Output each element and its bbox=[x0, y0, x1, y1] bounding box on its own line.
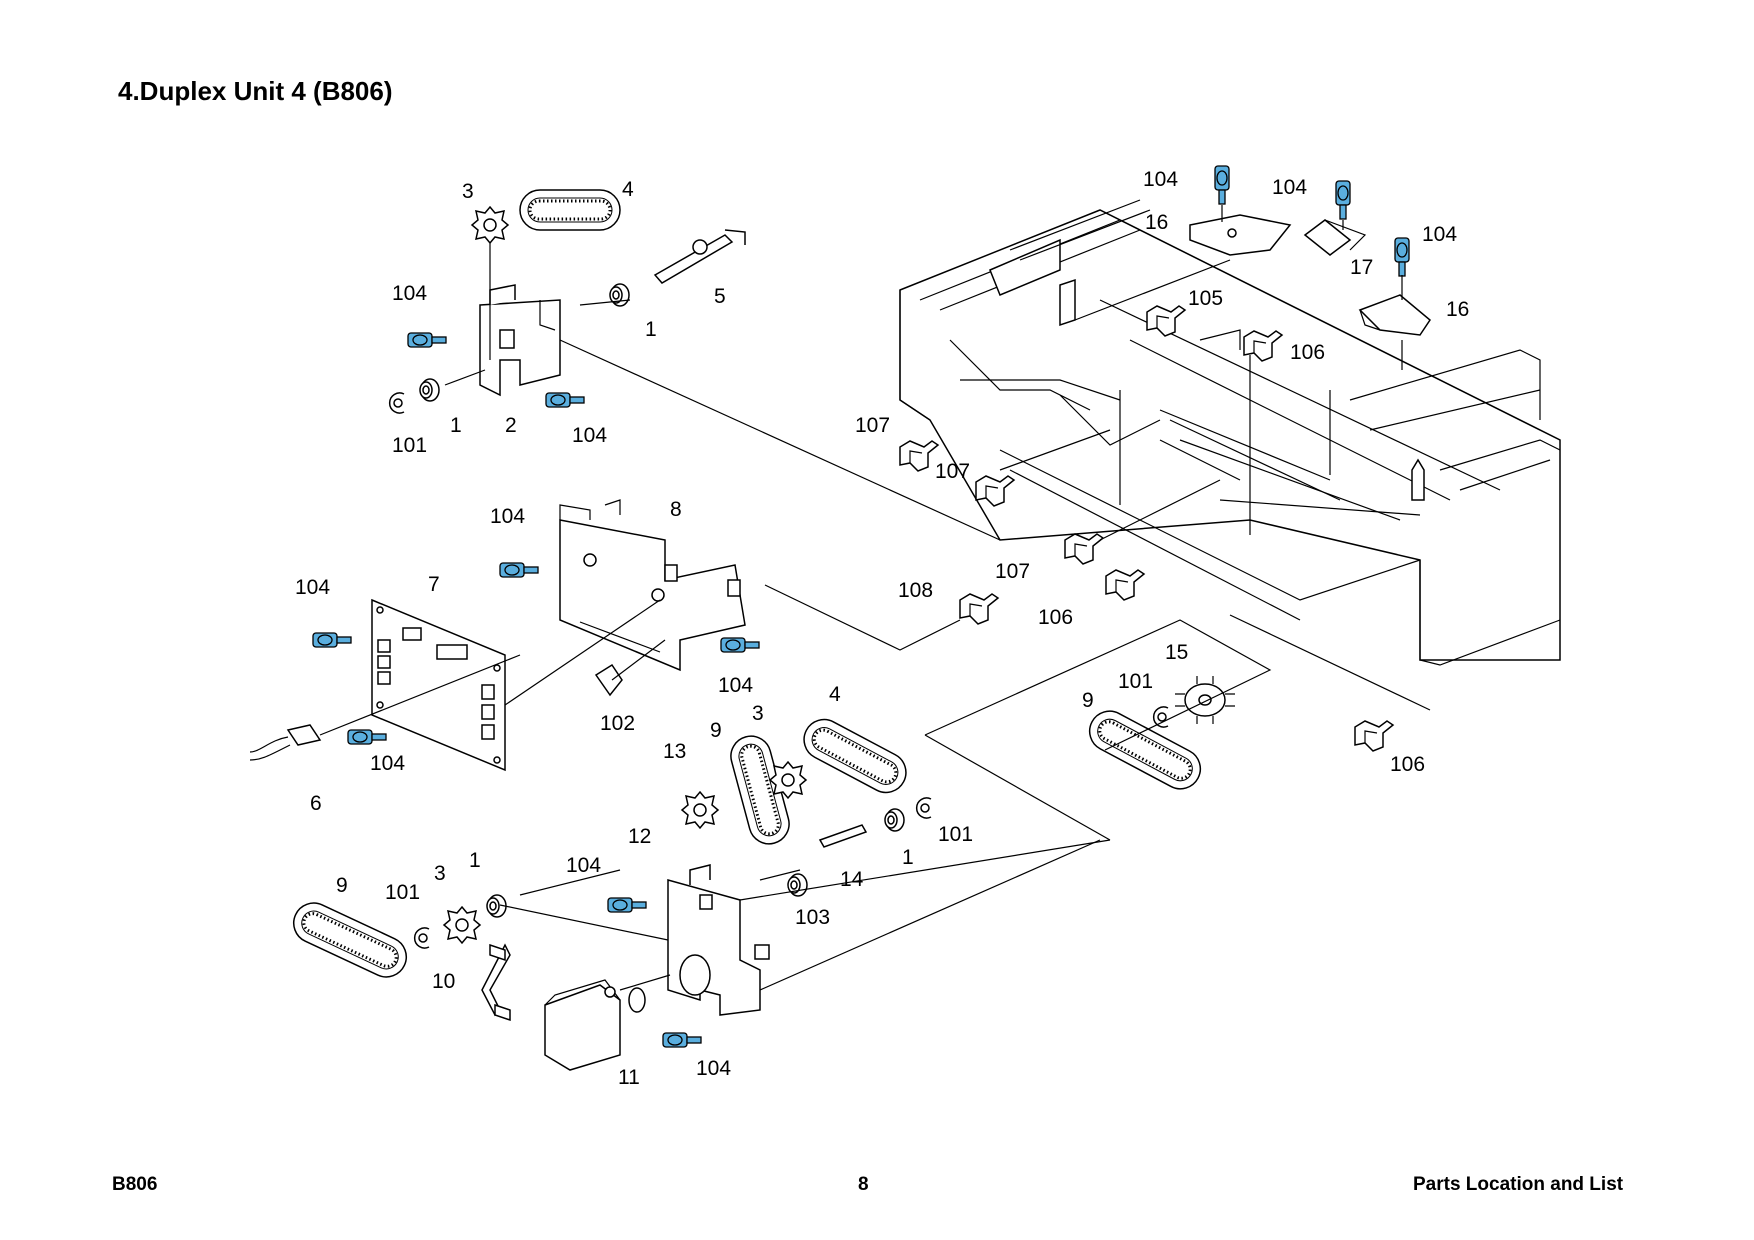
page-title: 4.Duplex Unit 4 (B806) bbox=[118, 76, 393, 106]
callout-label: 102 bbox=[600, 712, 635, 735]
middle-assembly bbox=[249, 499, 961, 772]
callout-label: 16 bbox=[1145, 211, 1168, 234]
callout-label: 15 bbox=[1165, 641, 1188, 664]
callout-label: 104 bbox=[696, 1057, 731, 1080]
callout-label: 101 bbox=[392, 434, 427, 457]
top-right-parts bbox=[899, 165, 1431, 752]
callout-label: 101 bbox=[938, 823, 973, 846]
callout-labels: 3 4 5 1 104 1 2 104 101 104 16 104 17 10… bbox=[295, 168, 1469, 1089]
callout-label: 3 bbox=[434, 862, 446, 885]
callout-label: 7 bbox=[428, 573, 440, 596]
callout-label: 104 bbox=[572, 424, 607, 447]
callout-label: 104 bbox=[490, 505, 525, 528]
callout-label: 13 bbox=[663, 740, 686, 763]
callout-label: 16 bbox=[1446, 298, 1469, 321]
callout-label: 104 bbox=[566, 854, 601, 877]
callout-label: 104 bbox=[1143, 168, 1178, 191]
callout-label: 9 bbox=[336, 874, 348, 897]
callout-label: 106 bbox=[1390, 753, 1425, 776]
upper-left-assembly bbox=[388, 189, 1001, 541]
callout-label: 1 bbox=[450, 414, 462, 437]
page-number: 8 bbox=[858, 1174, 869, 1195]
callout-label: 106 bbox=[1290, 341, 1325, 364]
callout-label: 105 bbox=[1188, 287, 1223, 310]
callout-label: 104 bbox=[718, 674, 753, 697]
callout-label: 107 bbox=[995, 560, 1030, 583]
callout-label: 9 bbox=[1082, 689, 1094, 712]
callout-label: 107 bbox=[855, 414, 890, 437]
callout-label: 14 bbox=[840, 868, 864, 891]
callout-label: 101 bbox=[1118, 670, 1153, 693]
callout-label: 103 bbox=[795, 906, 830, 929]
callout-label: 104 bbox=[295, 576, 330, 599]
callout-label: 12 bbox=[628, 825, 651, 848]
callout-label: 1 bbox=[645, 318, 657, 341]
callout-label: 101 bbox=[385, 881, 420, 904]
callout-label: 106 bbox=[1038, 606, 1073, 629]
duplex-main-frame bbox=[899, 199, 1561, 666]
right-belt-assembly bbox=[924, 614, 1431, 841]
callout-label: 104 bbox=[392, 282, 427, 305]
callout-label: 10 bbox=[432, 970, 455, 993]
callout-label: 104 bbox=[1422, 223, 1457, 246]
callout-label: 2 bbox=[505, 414, 517, 437]
footer-section: Parts Location and List bbox=[1413, 1174, 1624, 1195]
callout-label: 3 bbox=[462, 180, 474, 203]
callout-label: 4 bbox=[622, 178, 634, 201]
callout-label: 1 bbox=[469, 849, 481, 872]
callout-label: 1 bbox=[902, 846, 914, 869]
callout-label: 104 bbox=[1272, 176, 1307, 199]
callout-label: 11 bbox=[618, 1066, 640, 1089]
callout-label: 3 bbox=[752, 702, 764, 725]
callout-label: 9 bbox=[710, 719, 722, 742]
callout-label: 104 bbox=[370, 752, 405, 775]
callout-label: 17 bbox=[1350, 256, 1373, 279]
callout-label: 6 bbox=[310, 792, 322, 815]
callout-label: 4 bbox=[829, 683, 841, 706]
footer-model: B806 bbox=[112, 1174, 158, 1195]
callout-label: 108 bbox=[898, 579, 933, 602]
callout-label: 107 bbox=[935, 460, 970, 483]
callout-label: 8 bbox=[670, 498, 682, 521]
callout-label: 5 bbox=[714, 285, 726, 308]
lower-drive-assembly bbox=[292, 718, 1111, 1071]
